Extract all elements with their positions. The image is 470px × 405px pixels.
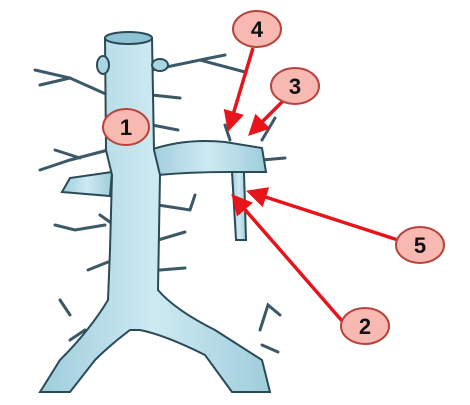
callout-1-label: 1 [120, 115, 132, 140]
left-stub-vessel [60, 170, 114, 198]
hepatic-vein-nub-right [151, 58, 169, 72]
callout-3-label: 3 [289, 74, 301, 99]
callout-4: 4 [232, 10, 282, 48]
callout-2: 2 [340, 307, 390, 345]
callout-3: 3 [270, 67, 320, 105]
callout-4-label: 4 [251, 17, 264, 42]
ivc-opening [104, 31, 153, 45]
callout-2-label: 2 [359, 314, 371, 339]
arrows [223, 47, 399, 324]
inferior-vena-cava [38, 37, 272, 393]
renal-vein [148, 140, 268, 177]
arrow-4 [223, 47, 255, 133]
callout-5: 5 [395, 226, 445, 264]
arrow-5 [246, 187, 399, 242]
arrow-2 [231, 193, 345, 324]
callout-5-label: 5 [414, 233, 426, 258]
callout-1: 1 [102, 108, 150, 146]
hepatic-vein-nub-left [96, 55, 110, 75]
